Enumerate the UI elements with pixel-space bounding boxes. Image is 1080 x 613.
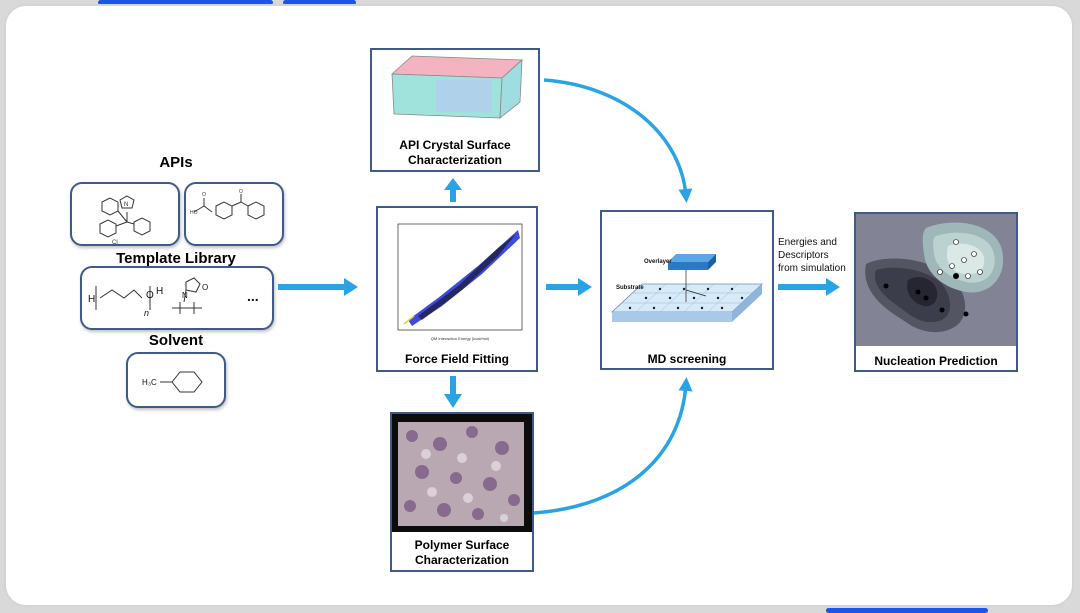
svg-text:O: O (202, 283, 208, 292)
template-library-card: H O H n O N ... (80, 266, 274, 330)
nucleation-box: Nucleation Prediction (854, 212, 1018, 372)
forcefield-label: Force Field Fitting (405, 352, 509, 366)
nucleation-contour-plot (856, 214, 1016, 346)
md-simulation-diagram (610, 254, 764, 322)
substrate-label: Substrate (616, 285, 644, 291)
bottom-accent-bar (826, 608, 988, 613)
polymer-surface-label: Polymer Surface Characterization (414, 538, 510, 567)
solvent-heading: Solvent (148, 332, 204, 349)
arrow-polymer-to-md (533, 377, 693, 515)
svg-text:n: n (144, 308, 149, 318)
api-molecule-2-card: HO O O (184, 182, 284, 246)
forcefield-scatter-plot: QM Interaction Energy (kcal/mol) (397, 223, 523, 341)
arrow-md-to-nucleation (778, 278, 840, 296)
imidazole-molecule-icon: N Cl (99, 195, 151, 246)
svg-text:O: O (146, 290, 154, 301)
top-accent-bar-2 (283, 0, 356, 5)
arrow-left-to-forcefield (278, 278, 358, 296)
svg-text:N: N (124, 202, 128, 208)
svg-text:QM Interaction Energy (kcal/mo: QM Interaction Energy (kcal/mol) (431, 336, 490, 341)
solvent-card: H₃C (126, 352, 226, 408)
nucleation-label: Nucleation Prediction (874, 354, 998, 368)
apis-heading: APIs (159, 154, 193, 171)
svg-text:Cl: Cl (112, 240, 118, 246)
crystal-surface-image (390, 55, 524, 119)
svg-text:O: O (202, 192, 206, 198)
polymer-surface-box: Polymer Surface Characterization (390, 412, 534, 572)
api-molecule-1-card: N Cl (70, 182, 180, 246)
polymer-structures-icon: H O H n O N (88, 277, 208, 318)
md-screening-label: MD screening (647, 352, 727, 366)
ketoprofen-molecule-icon: HO O O (190, 189, 265, 220)
energies-note: Energies and Descriptors from simulation (778, 237, 846, 274)
forcefield-box: QM Interaction Energy (kcal/mol) Force F… (376, 206, 538, 372)
diagram-card: APIs N Cl (4, 4, 1074, 607)
svg-text:N: N (182, 291, 188, 300)
svg-text:HO: HO (190, 210, 198, 216)
crystal-surface-label: API Crystal Surface Characterization (399, 138, 511, 167)
md-screening-box: Overlayer Substrate MD screening (600, 210, 774, 370)
solvent-methyl-label: H₃C (142, 378, 157, 387)
svg-text:O: O (239, 189, 243, 195)
template-library-heading: Template Library (116, 250, 236, 267)
svg-text:H: H (88, 294, 95, 305)
arrow-forcefield-to-crystal (444, 178, 462, 202)
overlayer-label: Overlayer (644, 259, 672, 265)
arrows-layer (278, 78, 840, 515)
arrow-crystal-to-md (543, 78, 693, 203)
crystal-surface-box: API Crystal Surface Characterization (370, 48, 540, 172)
template-ellipsis: ... (247, 288, 259, 304)
top-accent-bar-1 (98, 0, 273, 5)
polymer-surface-image (392, 414, 532, 532)
arrow-forcefield-to-md (546, 278, 592, 296)
toluene-molecule-icon (160, 371, 203, 393)
arrow-forcefield-to-polymer (444, 376, 462, 408)
svg-text:H: H (156, 286, 163, 297)
